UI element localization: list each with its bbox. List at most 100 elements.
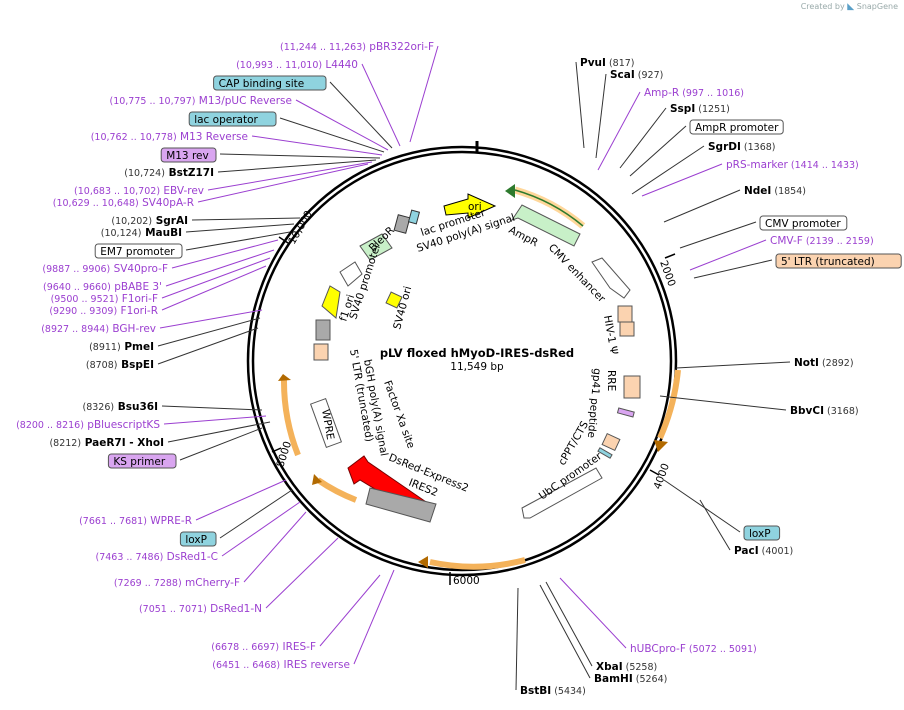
left-leader-7 xyxy=(217,159,377,173)
watermark-prefix: Created by xyxy=(800,2,845,11)
left-leader-17 xyxy=(159,309,263,329)
right-label-9-text: CMV-F (2139 .. 2159) xyxy=(770,235,874,247)
left-label-2: CAP binding site xyxy=(213,75,327,91)
snapgene-logo-icon: ◣ xyxy=(847,2,855,12)
right-label-2: Amp-R (997 .. 1016) xyxy=(644,87,744,99)
left-label-2-text: CAP binding site xyxy=(219,78,305,90)
left-label-30-text: (6451 .. 6468) IRES reverse xyxy=(212,659,350,671)
hiv-psi-feature xyxy=(619,321,635,337)
left-label-13: (9887 .. 9906) SV40pro-F xyxy=(42,263,168,275)
backbone-inner-ring xyxy=(251,150,673,572)
watermark-brand: SnapGene xyxy=(856,2,898,11)
right-leader-16 xyxy=(545,581,593,667)
left-label-7-text: (10,724) BstZ17I xyxy=(124,167,214,179)
left-label-8-text: (10,683 .. 10,702) EBV-rev xyxy=(74,185,204,197)
left-label-3: (10,775 .. 10,797) M13/pUC Reverse xyxy=(109,95,292,107)
ltr-5-feature xyxy=(313,343,329,361)
left-label-9: (10,629 .. 10,648) SV40pA-R xyxy=(53,197,194,209)
left-label-29: (6678 .. 6697) IRES-F xyxy=(211,641,316,653)
left-label-4-box xyxy=(188,111,277,127)
gp41-feature xyxy=(616,407,635,418)
left-label-17: (8927 .. 8944) BGH-rev xyxy=(41,323,156,335)
svg-text:HIV-1 Ψ: HIV-1 Ψ xyxy=(601,314,620,355)
right-label-11: NotI (2892) xyxy=(794,357,854,369)
right-label-10: 5' LTR (truncated) xyxy=(775,253,902,269)
right-label-17: BamHI (5264) xyxy=(594,673,667,685)
left-leader-27 xyxy=(243,511,307,583)
right-leader-0 xyxy=(575,61,585,149)
left-leader-22 xyxy=(167,421,271,443)
inner-features: ori xyxy=(309,193,641,523)
left-leader-8 xyxy=(207,161,373,191)
right-label-2-text: Amp-R (997 .. 1016) xyxy=(644,87,744,99)
left-label-5-text: (10,762 .. 10,778) M13 Reverse xyxy=(91,131,248,143)
orange-ring-arrow-3 xyxy=(316,477,358,503)
right-leader-3 xyxy=(619,107,667,169)
lac-operator-feature xyxy=(407,209,421,225)
left-label-6-text: M13 rev xyxy=(166,150,209,162)
right-label-17-text: BamHI (5264) xyxy=(594,673,667,685)
right-leader-6 xyxy=(641,163,723,197)
left-label-12-text: EM7 promoter xyxy=(100,246,175,258)
left-leader-26 xyxy=(221,501,301,557)
right-leader-11 xyxy=(675,361,791,369)
left-label-19-text: (8708) BspEI xyxy=(86,359,154,371)
right-label-12: BbvCI (3168) xyxy=(790,405,859,417)
left-label-15: (9500 .. 9521) F1ori-F xyxy=(51,293,158,305)
left-leader-2 xyxy=(329,81,393,149)
left-label-28: (7051 .. 7071) DsRed1-N xyxy=(139,603,262,615)
left-label-19: (8708) BspEI xyxy=(86,359,154,371)
snapgene-watermark: Created by ◣ SnapGene xyxy=(801,2,898,12)
left-leader-11 xyxy=(185,223,295,233)
cmv-enhancer-feature xyxy=(591,257,631,299)
ires2-feature xyxy=(365,487,437,523)
left-label-12-box xyxy=(94,243,183,259)
plasmid-name: pLV floxed hMyoD-IRES-dsRed xyxy=(380,346,574,360)
svg-text:RRE: RRE xyxy=(605,370,617,391)
left-label-14-text: (9640 .. 9660) pBABE 3' xyxy=(43,281,162,293)
left-label-11: (10,124) MauBI xyxy=(101,227,182,239)
left-leader-4 xyxy=(279,117,385,153)
left-leader-16 xyxy=(161,265,267,311)
right-leader-5 xyxy=(631,145,705,195)
right-label-14-text: PacI (4001) xyxy=(734,545,793,557)
left-leader-20 xyxy=(161,405,263,411)
ori-label: ori xyxy=(468,201,482,213)
left-label-10-text: (10,202) SgrAI xyxy=(111,215,188,227)
left-leader-23 xyxy=(179,427,263,461)
left-leader-6 xyxy=(219,153,381,159)
right-label-18: BstBI (5434) xyxy=(520,685,586,697)
right-leader-13 xyxy=(663,479,741,533)
left-leader-19 xyxy=(157,327,259,365)
left-label-4: lac operator xyxy=(188,111,277,127)
left-leader-30 xyxy=(353,569,395,665)
right-leader-8 xyxy=(679,221,757,249)
left-label-24-text: (7661 .. 7681) WPRE-R xyxy=(79,515,192,527)
backbone-outer-ring xyxy=(246,145,678,577)
plasmid-length: 11,549 bp xyxy=(450,361,504,373)
right-leader-2 xyxy=(597,91,641,171)
right-label-3: SspI (1251) xyxy=(670,103,730,115)
right-leader-15 xyxy=(559,577,627,649)
orange-ring-arrow-2 xyxy=(429,557,526,570)
bgh-polya-feature xyxy=(315,319,331,341)
right-label-8: CMV promoter xyxy=(759,215,848,231)
left-label-20: (8326) Bsu36I xyxy=(83,401,159,413)
left-label-24: (7661 .. 7681) WPRE-R xyxy=(79,515,192,527)
left-label-5: (10,762 .. 10,778) M13 Reverse xyxy=(91,131,248,143)
left-label-14: (9640 .. 9660) pBABE 3' xyxy=(43,281,162,293)
left-label-1-text: (10,993 .. 11,010) L4440 xyxy=(236,59,358,71)
left-leader-18 xyxy=(157,317,261,347)
right-leader-14 xyxy=(699,499,731,551)
right-label-5: SgrDI (1368) xyxy=(708,141,776,153)
right-label-13: loxP xyxy=(743,525,781,541)
right-leader-10 xyxy=(693,259,773,279)
left-labels: (11,244 .. 11,263) pBR322ori-F(10,993 ..… xyxy=(16,41,434,671)
tick-label-6000: 6000 xyxy=(453,575,480,587)
orange-ring-arrow-1 xyxy=(657,369,681,440)
left-label-21-text: (8200 .. 8216) pBluescriptKS xyxy=(16,419,160,431)
svg-text:WPRE: WPRE xyxy=(319,408,336,440)
left-label-6: M13 rev xyxy=(160,147,217,163)
right-label-8-box xyxy=(759,215,848,231)
